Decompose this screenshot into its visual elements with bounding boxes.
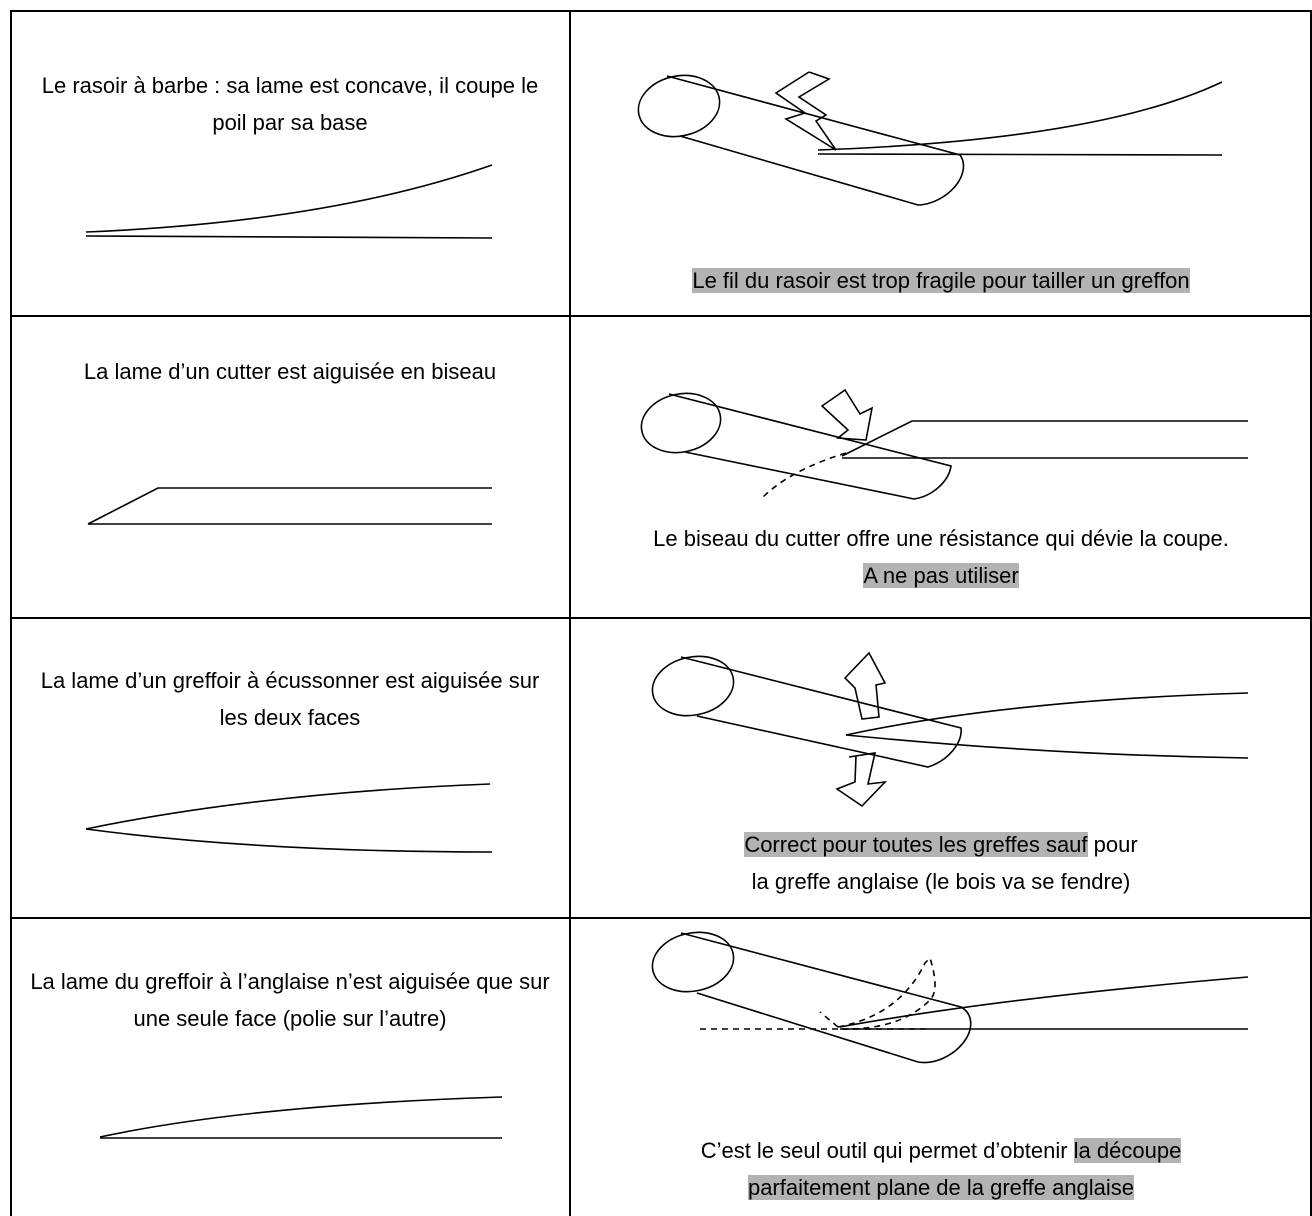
row-2-right-text: Le biseau du cutter offre une résistance… bbox=[653, 526, 1229, 588]
row-4-left-text: La lame du greffoir à l’anglaise n’est a… bbox=[30, 969, 550, 1031]
table-border-left bbox=[10, 10, 12, 1216]
row-divider bbox=[10, 617, 1312, 619]
table-border-top bbox=[10, 10, 1312, 12]
table-border-right bbox=[1310, 10, 1312, 1216]
row-divider bbox=[10, 315, 1312, 317]
row-2-left-text: La lame d’un cutter est aiguisée en bise… bbox=[83, 359, 497, 384]
column-divider bbox=[569, 10, 571, 1216]
row-3-left-text: La lame d’un greffoir à écussonner est a… bbox=[40, 668, 540, 730]
row-divider bbox=[10, 917, 1312, 919]
row-1-right-text: Le fil du rasoir est trop fragile pour t… bbox=[692, 268, 1190, 293]
row-1-left-text: Le rasoir à barbe : sa lame est concave,… bbox=[41, 73, 539, 135]
row-4-right-text: C’est le seul outil qui permet d’obtenir… bbox=[700, 1138, 1182, 1200]
row-3-right-text: Correct pour toutes les greffes sauf pou… bbox=[744, 832, 1138, 894]
